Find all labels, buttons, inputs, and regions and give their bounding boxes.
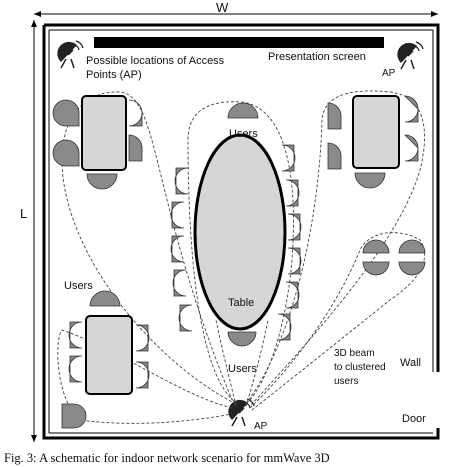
width-dimension: W bbox=[34, 0, 438, 17]
users-label-bottom: Users bbox=[228, 363, 257, 375]
beam-label-line1: 3D beam bbox=[334, 348, 375, 359]
beam-label-line2: to clustered bbox=[334, 362, 386, 373]
access-point-icon-top-right bbox=[397, 41, 424, 70]
ap-locations-label-line2: Points (AP) bbox=[86, 69, 142, 81]
table-label: Table bbox=[228, 297, 254, 309]
chair-group-bottom-left bbox=[61, 290, 150, 429]
table-bottom-left bbox=[85, 315, 133, 395]
beam-label-line3: users bbox=[334, 376, 358, 387]
users-label-left: Users bbox=[64, 280, 93, 292]
chair-group-right bbox=[362, 239, 426, 276]
chair-group-center bbox=[170, 102, 302, 347]
door-label: Door bbox=[402, 413, 426, 425]
screen-label: Presentation screen bbox=[268, 51, 366, 63]
figure-caption: Fig. 3: A schematic for indoor network s… bbox=[4, 451, 330, 465]
table-top-left bbox=[81, 95, 127, 171]
presentation-screen bbox=[94, 37, 384, 48]
table-center-oval bbox=[193, 133, 287, 331]
users-label-top: Users bbox=[229, 128, 258, 140]
table-top-right bbox=[352, 95, 400, 169]
ap-label-bottom: AP bbox=[254, 421, 268, 432]
ap-label-right: AP bbox=[382, 68, 396, 79]
room-walls bbox=[42, 23, 440, 440]
length-dimension: L bbox=[20, 20, 37, 442]
ap-locations-label-line1: Possible locations of Access bbox=[86, 55, 225, 67]
wall-label: Wall bbox=[400, 357, 421, 369]
length-label: L bbox=[20, 206, 27, 221]
width-label: W bbox=[216, 0, 229, 15]
access-point-icon-bottom bbox=[228, 398, 255, 427]
chair-group-top-right bbox=[327, 95, 419, 189]
access-point-icon-top-left bbox=[57, 40, 84, 69]
chair-group-top-left bbox=[52, 99, 143, 190]
